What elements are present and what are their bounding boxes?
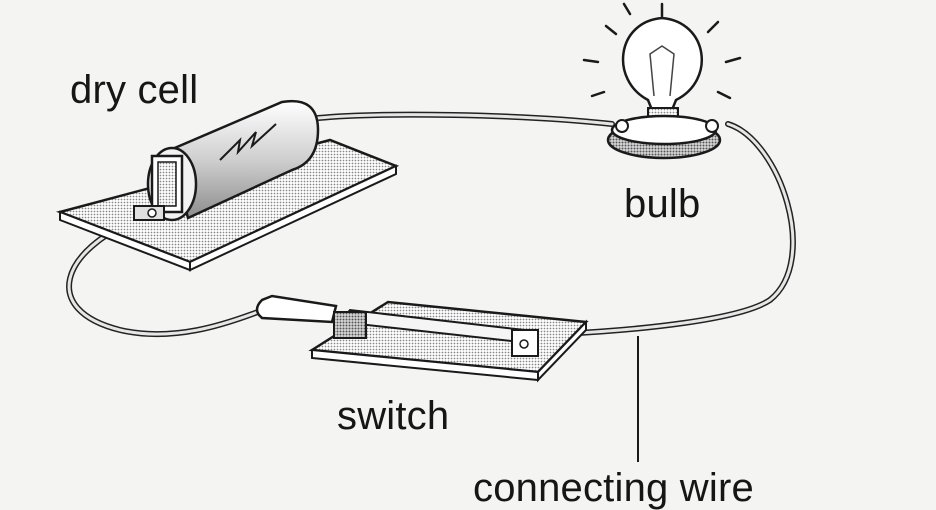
dry-cell bbox=[55, 99, 400, 272]
switch-handle bbox=[255, 294, 338, 324]
dry-cell-label: dry cell bbox=[70, 68, 199, 112]
dry-cell-cylinder bbox=[168, 99, 320, 220]
connecting-wire bbox=[66, 111, 796, 338]
circuit-diagram bbox=[55, 2, 796, 462]
light-rays-icon bbox=[582, 2, 742, 100]
switch-label: switch bbox=[337, 394, 450, 438]
bulb bbox=[582, 2, 742, 160]
switch bbox=[255, 294, 589, 383]
bulb-label: bulb bbox=[624, 182, 701, 226]
bulb-glass bbox=[621, 16, 703, 112]
lightning-glint-icon bbox=[219, 123, 277, 161]
connecting-wire-label: connecting wire bbox=[473, 466, 754, 510]
